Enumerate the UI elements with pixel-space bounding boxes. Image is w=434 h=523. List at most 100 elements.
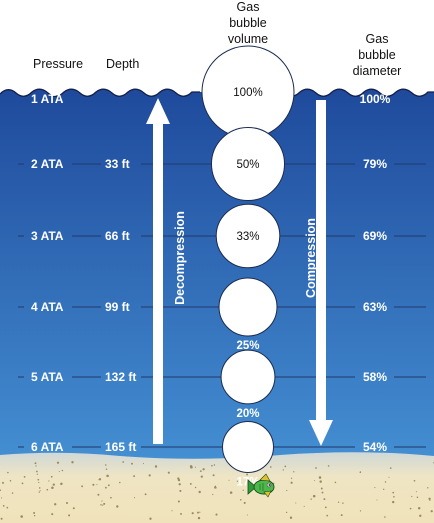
pressure-label: 5 ATA — [31, 370, 64, 384]
sand-speck — [51, 486, 54, 490]
sand-speck — [65, 501, 69, 505]
sand-speck — [189, 465, 193, 468]
sand-speck — [48, 480, 50, 482]
sand-speck — [285, 511, 288, 514]
sand-speck — [286, 489, 288, 492]
sand-speck — [105, 468, 108, 470]
depth-label: 132 ft — [105, 370, 136, 384]
sand-speck — [33, 512, 36, 514]
sand-speck — [290, 477, 293, 479]
pressure-label: 6 ATA — [31, 440, 64, 454]
sand-speck — [38, 481, 40, 484]
sand-speck — [154, 465, 158, 468]
sand-speck — [212, 474, 215, 477]
sand-speck — [215, 513, 218, 516]
sand-speck — [429, 499, 431, 501]
sand-speck — [310, 498, 312, 500]
sand-speck — [189, 482, 192, 485]
sand-speck — [409, 507, 412, 510]
volume-header-line3: volume — [228, 32, 268, 46]
sand-speck — [52, 483, 55, 486]
sand-speck — [51, 513, 54, 516]
depth-label: 33 ft — [105, 157, 130, 171]
sand-speck — [269, 466, 272, 468]
sand-speck — [334, 481, 337, 484]
sand-speck — [194, 466, 197, 468]
sand-speck — [133, 497, 136, 499]
sand-speck — [106, 474, 109, 478]
sand-speck — [318, 476, 322, 479]
pressure-header: Pressure — [33, 57, 83, 71]
sand-speck — [1, 497, 3, 499]
sand-speck — [326, 514, 329, 517]
sand-speck — [411, 495, 413, 498]
gas-bubble — [222, 421, 274, 473]
sand-speck — [320, 487, 323, 490]
sand-speck — [36, 473, 39, 475]
pressure-label: 1 ATA — [31, 92, 64, 106]
sand-speck — [289, 516, 293, 519]
sand-speck — [6, 506, 9, 509]
sand-speck — [319, 480, 322, 483]
sand-speck — [246, 514, 248, 516]
sand-speck — [167, 471, 170, 474]
sand-speck — [171, 510, 173, 512]
sand-speck — [376, 499, 378, 501]
sand-speck — [46, 488, 49, 491]
sand-speck — [197, 511, 199, 514]
sand-speck — [11, 492, 14, 494]
bubble-diameter-label: 58% — [363, 370, 387, 384]
sand-speck — [359, 471, 362, 474]
sand-speck — [327, 465, 330, 467]
sand-speck — [416, 496, 419, 499]
sand-speck — [389, 467, 392, 469]
bubble-diameter-label: 54% — [363, 440, 387, 454]
bubble-diameter-label: 100% — [360, 92, 391, 106]
sand-speck — [191, 512, 194, 515]
sand-speck — [417, 507, 421, 510]
diameter-header-line3: diameter — [353, 64, 402, 78]
sand-speck — [384, 516, 386, 518]
bubble-diameter-label: 69% — [363, 229, 387, 243]
sand-speck — [384, 481, 387, 483]
sand-speck — [0, 489, 1, 492]
sand-speck — [102, 504, 104, 506]
sand-speck — [9, 480, 12, 482]
sand-speck — [0, 517, 3, 520]
bubble-diameter-label: 63% — [363, 300, 387, 314]
sand-speck — [133, 475, 136, 478]
sand-speck — [101, 500, 103, 502]
gas-bubble — [210, 126, 286, 202]
sand-speck — [38, 491, 40, 493]
compression-label: Compression — [304, 218, 318, 298]
sand-speck — [211, 464, 213, 467]
sand-speck — [81, 485, 84, 488]
sand-speck — [33, 515, 36, 517]
diameter-header-line1: Gas — [366, 32, 389, 46]
sand-speck — [312, 494, 316, 498]
sand-speck — [36, 470, 38, 473]
column-headers: Pressure Depth Gas bubble volume Gas bub… — [33, 0, 401, 78]
sand-speck — [54, 503, 57, 506]
sand-speck — [213, 464, 216, 466]
sand-speck — [246, 473, 249, 476]
sand-speck — [337, 501, 340, 503]
sand-speck — [236, 480, 239, 482]
sand-speck — [229, 491, 233, 494]
sand-speck — [388, 476, 390, 478]
sand-speck — [199, 470, 202, 472]
sand-speck — [242, 489, 244, 491]
sand-speck — [324, 506, 327, 509]
bubble-diameter-label: 79% — [363, 157, 387, 171]
sand-speck — [315, 467, 317, 469]
sand-speck — [314, 480, 316, 482]
sand-speck — [200, 475, 203, 478]
bubble-volume-label: 50% — [236, 159, 259, 171]
sand-speck — [71, 461, 74, 464]
